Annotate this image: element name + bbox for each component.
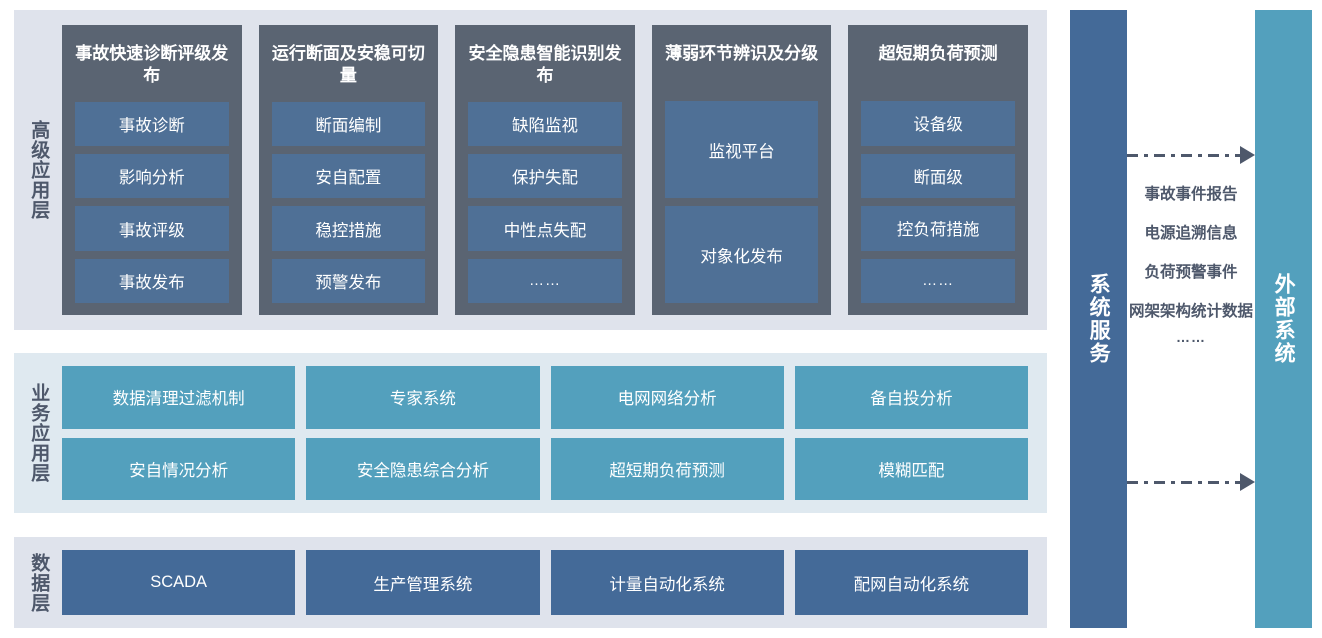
adv-item[interactable]: 断面编制 [271,101,426,147]
adv-column-title: 超短期负荷预测 [878,44,998,63]
data-source-item[interactable]: 计量自动化系统 [550,550,784,615]
arrow-right-icon [1127,146,1255,164]
adv-column-title: 薄弱环节辨识及分级 [665,44,819,63]
adv-item[interactable]: 中性点失配 [468,206,622,251]
adv-column-title: 运行断面及安稳可切量 [271,44,425,86]
flow-label-list: 事故事件报告 电源追溯信息 负荷预警事件 网架架构统计数据 …… [1127,185,1255,346]
adv-item[interactable]: 影响分析 [75,154,229,199]
adv-column-load-forecast[interactable]: 超短期负荷预测 设备级 断面级 控负荷措施 …… [848,25,1028,315]
business-item[interactable]: 电网网络分析 [550,366,784,429]
business-item[interactable]: 数据清理过滤机制 [62,366,296,429]
adv-item-list: 缺陷监视 保护失配 中性点失配 …… [468,101,622,303]
business-item[interactable]: 安自情况分析 [62,437,296,500]
data-layer: 数据层 SCADA 生产管理系统 计量自动化系统 配网自动化系统 [14,537,1047,628]
adv-item-ellipsis[interactable]: …… [861,258,1015,303]
adv-column-title: 事故快速诊断评级发布 [75,44,229,86]
adv-column-title: 安全隐患智能识别发布 [468,44,622,86]
flow-label-ellipsis: …… [1176,328,1206,345]
adv-item-list: 事故诊断 影响分析 事故评级 事故发布 [75,101,229,303]
adv-item[interactable]: 监视平台 [664,101,819,198]
business-item[interactable]: 安全隐患综合分析 [306,437,540,500]
adv-item[interactable]: 控负荷措施 [861,206,1015,251]
adv-item[interactable]: 事故评级 [75,206,229,251]
adv-item[interactable]: 设备级 [861,101,1015,146]
adv-column-hidden-danger[interactable]: 安全隐患智能识别发布 缺陷监视 保护失配 中性点失配 …… [455,25,635,315]
layer-label-data: 数据层 [28,552,50,613]
adv-item[interactable]: 预警发布 [271,258,426,303]
business-item[interactable]: 超短期负荷预测 [550,437,784,500]
adv-item-ellipsis[interactable]: …… [468,258,622,303]
adv-item[interactable]: 稳控措施 [271,206,426,251]
adv-item[interactable]: 事故发布 [75,258,229,303]
flow-channel: 事故事件报告 电源追溯信息 负荷预警事件 网架架构统计数据 …… [1127,10,1255,628]
data-source-item[interactable]: 生产管理系统 [306,550,540,615]
advanced-application-layer: 高级应用层 事故快速诊断评级发布 事故诊断 影响分析 事故评级 事故发布 运行断… [14,10,1047,330]
arrow-right-icon [1127,473,1255,491]
adv-item[interactable]: 对象化发布 [664,206,819,303]
advanced-columns: 事故快速诊断评级发布 事故诊断 影响分析 事故评级 事故发布 运行断面及安稳可切… [62,10,1047,330]
adv-column-section-stability[interactable]: 运行断面及安稳可切量 断面编制 安自配置 稳控措施 预警发布 [258,25,439,315]
adv-item[interactable]: 断面级 [861,153,1015,198]
adv-item[interactable]: 事故诊断 [75,101,229,147]
adv-item[interactable]: 保护失配 [468,154,622,199]
business-item[interactable]: 专家系统 [306,366,540,429]
adv-column-accident-diagnosis[interactable]: 事故快速诊断评级发布 事故诊断 影响分析 事故评级 事故发布 [62,25,242,315]
flow-label: 负荷预警事件 [1144,264,1238,282]
dash-line [1127,480,1241,484]
adv-item[interactable]: 安自配置 [271,154,426,199]
layer-label-business: 业务应用层 [28,383,50,483]
business-item[interactable]: 模糊匹配 [794,437,1028,500]
flow-label: 电源追溯信息 [1144,225,1238,243]
external-system-bar[interactable]: 外部系统 [1255,10,1312,628]
adv-column-weak-link[interactable]: 薄弱环节辨识及分级 监视平台 对象化发布 [651,25,832,315]
flow-label: 事故事件报告 [1144,186,1238,203]
system-service-bar[interactable]: 系统服务 [1070,10,1127,628]
data-source-grid: SCADA 生产管理系统 计量自动化系统 配网自动化系统 [62,537,1047,628]
data-source-item[interactable]: 配网自动化系统 [794,550,1028,615]
business-application-layer: 业务应用层 数据清理过滤机制 专家系统 电网网络分析 备自投分析 安自情况分析 … [14,353,1047,513]
dash-line [1127,153,1241,157]
business-item-grid: 数据清理过滤机制 专家系统 电网网络分析 备自投分析 安自情况分析 安全隐患综合… [62,353,1047,513]
adv-item-list: 监视平台 对象化发布 [664,101,819,303]
adv-item-list: 断面编制 安自配置 稳控措施 预警发布 [271,101,426,303]
layer-label-advanced: 高级应用层 [28,120,50,220]
arrow-head [1240,146,1255,164]
arrow-head [1240,473,1255,491]
data-source-item[interactable]: SCADA [62,550,296,615]
business-item[interactable]: 备自投分析 [794,366,1028,429]
adv-item-list: 设备级 断面级 控负荷措施 …… [861,101,1015,303]
flow-label: 网架架构统计数据 [1128,303,1253,321]
adv-item[interactable]: 缺陷监视 [468,101,622,147]
